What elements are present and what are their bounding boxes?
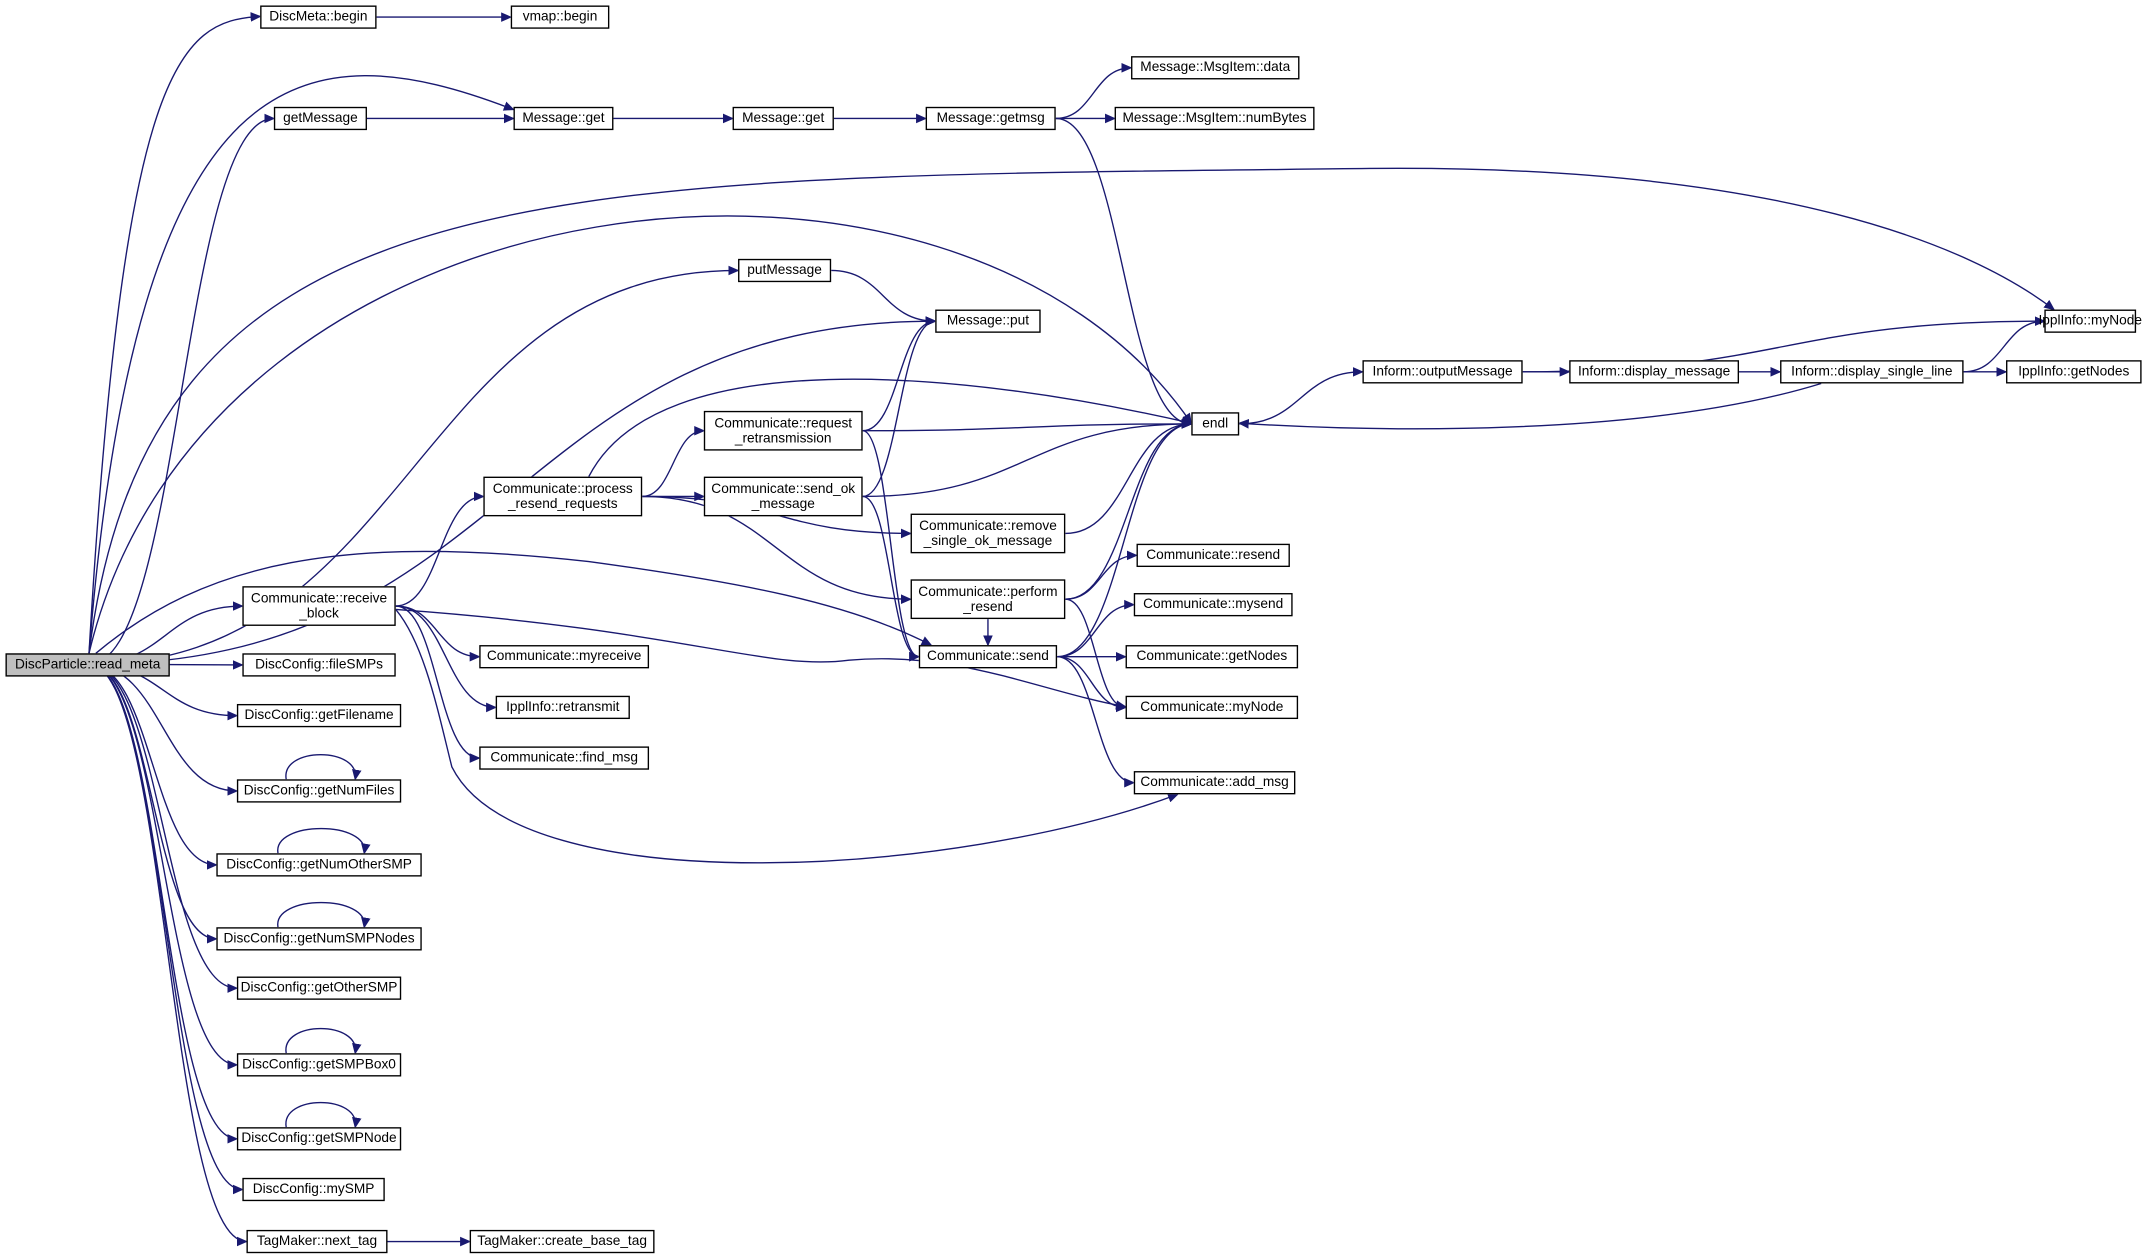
call-edge-comm_request_retransmission-to-comm_send	[862, 430, 921, 662]
function-node-endl[interactable]: endl	[1191, 412, 1240, 436]
function-node-inform-display-message[interactable]: Inform::display_message	[1569, 360, 1740, 384]
function-node-inform-outputmessage[interactable]: Inform::outputMessage	[1362, 360, 1523, 384]
function-node-read-meta[interactable]: DiscParticle::read_meta	[5, 653, 170, 677]
call-edge-read_meta-to-tag_next	[88, 663, 248, 1247]
call-edge-comm_request_retransmission-to-message_put	[862, 316, 937, 432]
function-node-comm-mysend[interactable]: Communicate::mysend	[1133, 593, 1293, 617]
call-edge-comm_send-to-comm_mysend	[1057, 599, 1136, 658]
function-node-comm-getnodes[interactable]: Communicate::getNodes	[1125, 645, 1299, 669]
function-node-comm-perform-resend[interactable]: Communicate::perform _resend	[910, 579, 1066, 620]
function-node-discmeta-begin[interactable]: DiscMeta::begin	[260, 5, 377, 29]
function-node-ippl-retransmit[interactable]: IpplInfo::retransmit	[495, 695, 630, 720]
function-node-dc-getnumothersmp[interactable]: DiscConfig::getNumOtherSMP	[216, 853, 422, 877]
call-edge-dc_getnumfiles-to-dc_getnumfiles	[285, 754, 362, 781]
function-node-message-get1[interactable]: Message::get	[513, 106, 614, 131]
call-edge-comm_remove_single_ok-to-endl	[1065, 419, 1193, 535]
function-node-message-put[interactable]: Message::put	[935, 309, 1041, 333]
call-edge-comm_request_retransmission-to-endl	[862, 419, 1193, 432]
function-node-tag-create-base[interactable]: TagMaker::create_base_tag	[469, 1229, 655, 1254]
function-node-getMessage[interactable]: getMessage	[273, 106, 367, 131]
function-node-message-get2[interactable]: Message::get	[732, 106, 834, 131]
function-node-dc-getothersmp[interactable]: DiscConfig::getOtherSMP	[236, 976, 402, 1000]
function-node-msgitem-data[interactable]: Message::MsgItem::data	[1131, 56, 1300, 80]
call-edge-comm_receive_block-to-comm_mynode	[395, 608, 1127, 710]
function-node-dc-mysmp[interactable]: DiscConfig::mySMP	[242, 1177, 385, 1202]
call-edge-read_meta-to-dc_getothersmp	[89, 663, 239, 993]
call-edge-dc_getsmpnode-to-dc_getsmpnode	[285, 1101, 362, 1129]
call-edge-comm_perform_resend-to-endl	[1065, 419, 1193, 600]
call-edge-dc_getsmpbox0-to-dc_getsmpbox0	[285, 1028, 362, 1055]
call-edge-comm_perform_resend-to-comm_resend	[1065, 550, 1138, 600]
call-edge-inform_display_single_line-to-ippl_mynode	[1963, 316, 2046, 373]
function-node-putMessage[interactable]: putMessage	[738, 258, 832, 283]
call-edge-comm_send_ok-to-endl	[862, 419, 1193, 498]
function-node-comm-receive-block[interactable]: Communicate::receive _block	[242, 586, 396, 626]
function-node-dc-getnumfiles[interactable]: DiscConfig::getNumFiles	[236, 779, 402, 803]
function-node-tag-next[interactable]: TagMaker::next_tag	[246, 1229, 388, 1254]
function-node-comm-resend[interactable]: Communicate::resend	[1136, 543, 1290, 568]
call-edge-comm_receive_block-to-comm_process_resend	[395, 491, 485, 607]
call-edge-comm_process_resend-to-comm_perform_resend	[642, 495, 912, 604]
call-edge-read_meta-to-dc_getsmpnode	[89, 663, 239, 1144]
function-node-dc-filesmps[interactable]: DiscConfig::fileSMPs	[242, 653, 396, 677]
call-edge-comm_process_resend-to-comm_request_retransmission	[642, 425, 706, 498]
function-node-dc-getsmpnode[interactable]: DiscConfig::getSMPNode	[236, 1127, 402, 1151]
function-node-comm-myreceive[interactable]: Communicate::myreceive	[479, 645, 650, 669]
call-edge-putMessage-to-message_put	[831, 269, 937, 326]
function-node-inform-display-single-line[interactable]: Inform::display_single_line	[1780, 360, 1964, 384]
function-node-msgitem-numbytes[interactable]: Message::MsgItem::numBytes	[1114, 106, 1315, 131]
function-node-comm-send[interactable]: Communicate::send	[918, 645, 1058, 669]
call-edge-read_meta-to-message_get1	[88, 75, 515, 654]
call-edge-dc_getnumothersmp-to-dc_getnumothersmp	[277, 828, 371, 855]
function-node-comm-add-msg[interactable]: Communicate::add_msg	[1133, 771, 1296, 795]
call-edge-comm_receive_block-to-comm_find_msg	[395, 605, 481, 763]
call-edge-dc_getnumsmpnodes-to-dc_getnumsmpnodes	[277, 902, 371, 929]
call-edge-comm_send_ok-to-message_put	[862, 316, 937, 498]
call-edge-inform_display_single_line-to-endl	[1237, 382, 1822, 430]
function-node-message-getmsg[interactable]: Message::getmsg	[925, 106, 1056, 131]
call-edge-comm_send-to-comm_mynode	[1057, 656, 1127, 713]
function-node-ippl-getnodes[interactable]: IpplInfo::getNodes	[2006, 360, 2142, 384]
function-node-dc-getsmpbox0[interactable]: DiscConfig::getSMPBox0	[236, 1053, 402, 1077]
call-edge-message_getmsg-to-endl	[1055, 117, 1193, 429]
call-edge-comm_send_ok-to-comm_send	[862, 495, 921, 662]
function-node-comm-process-resend[interactable]: Communicate::process _resend_requests	[483, 476, 643, 517]
function-node-comm-request-retransmission[interactable]: Communicate::request _retransmission	[703, 410, 863, 451]
call-edge-read_meta-to-dc_getsmpbox0	[89, 663, 239, 1070]
call-edge-read_meta-to-endl	[88, 215, 1193, 654]
call-edge-comm_perform_resend-to-comm_mynode	[1065, 598, 1127, 713]
function-node-vmap-begin[interactable]: vmap::begin	[510, 5, 610, 29]
function-node-comm-remove-single-ok[interactable]: Communicate::remove _single_ok_message	[910, 513, 1066, 554]
call-edge-read_meta-to-dc_getnumsmpnodes	[89, 663, 218, 944]
call-edge-read_meta-to-comm_send	[95, 550, 933, 654]
function-node-comm-find-msg[interactable]: Communicate::find_msg	[479, 746, 650, 770]
call-edge-read_meta-to-ippl_mynode	[88, 167, 2056, 654]
call-edge-comm_receive_block-to-comm_myreceive	[395, 605, 481, 662]
call-edge-comm_process_resend-to-endl	[588, 378, 1193, 477]
call-edge-read_meta-to-getMessage	[89, 113, 276, 665]
call-edge-comm_receive_block-to-comm_add_msg	[395, 609, 1179, 864]
call-edge-comm_send-to-comm_add_msg	[1057, 656, 1136, 788]
call-edge-comm_send-to-endl	[1057, 419, 1193, 658]
function-node-dc-getnumsmpnodes[interactable]: DiscConfig::getNumSMPNodes	[216, 927, 422, 951]
call-edge-read_meta-to-putMessage	[89, 265, 740, 665]
call-edge-read_meta-to-discmeta_begin	[88, 12, 262, 654]
function-node-comm-send-ok[interactable]: Communicate::send_ok _message	[703, 476, 863, 517]
call-edge-endl-to-inform_outputmessage	[1239, 367, 1364, 425]
function-node-ippl-mynode[interactable]: IpplInfo::myNode	[2038, 309, 2142, 333]
call-edge-message_getmsg-to-msgitem_data	[1055, 63, 1133, 120]
function-node-dc-getfilename[interactable]: DiscConfig::getFilename	[236, 703, 402, 728]
function-node-comm-mynode[interactable]: Communicate::myNode	[1125, 695, 1299, 720]
